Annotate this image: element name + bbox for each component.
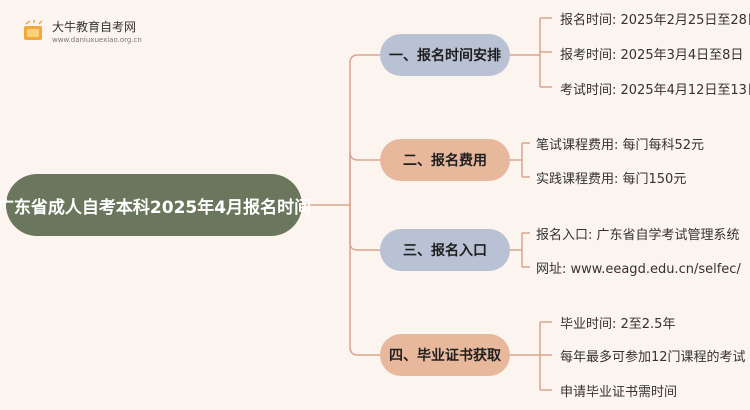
branch-node-2: 二、报名费用	[380, 139, 510, 181]
root-node: 广东省成人自考本科2025年4月报名时间	[0, 174, 311, 236]
leaf-2-1: 笔试课程费用: 每门每科52元	[536, 138, 705, 153]
branch-node-1: 一、报名时间安排	[380, 34, 510, 76]
branch-node-3: 三、报名入口	[380, 229, 510, 271]
leaf-2-2: 实践课程费用: 每门150元	[536, 172, 687, 187]
brand-logo: 大牛教育自考网 www.daniuxuexiao.org.cn	[14, 14, 154, 50]
leaf-1-3: 考试时间: 2025年4月12日至13日	[560, 83, 750, 98]
logo-title: 大牛教育自考网	[52, 20, 137, 34]
leaf-4-2: 每年最多可参加12门课程的考试	[560, 350, 746, 365]
leaf-4-3: 申请毕业证书需时间	[560, 385, 678, 400]
branch-node-4: 四、毕业证书获取	[380, 334, 510, 376]
leaf-1-2: 报考时间: 2025年3月4日至8日	[560, 48, 744, 63]
logo-subtitle: www.daniuxuexiao.org.cn	[52, 36, 142, 44]
book-logo-icon	[24, 20, 43, 40]
leaf-4-1: 毕业时间: 2至2.5年	[560, 317, 676, 332]
leaf-1-1: 报名时间: 2025年2月25日至28日	[560, 13, 750, 28]
leaf-3-1: 报名入口: 广东省自学考试管理系统	[536, 228, 740, 243]
leaf-3-2: 网址: www.eeagd.edu.cn/selfec/	[536, 262, 741, 277]
